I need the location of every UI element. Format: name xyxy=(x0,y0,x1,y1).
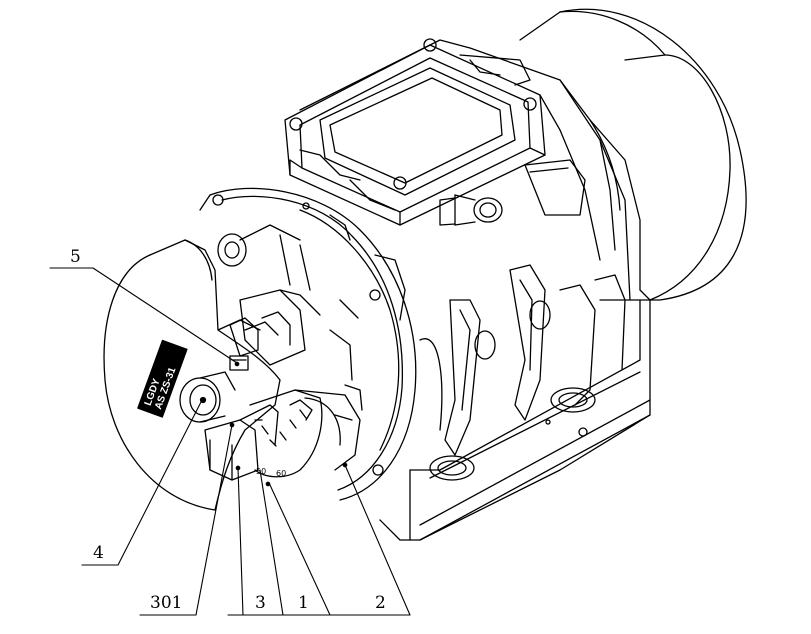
clamp-block xyxy=(204,404,279,481)
callout-4: 4 xyxy=(93,543,104,563)
eccentric-disk xyxy=(103,233,281,511)
adjusting-dial: 50 60 xyxy=(249,389,361,478)
callout-1: 1 xyxy=(298,593,309,613)
housing-boss xyxy=(524,159,586,216)
callout-labels: 5 4 301 3 1 2 xyxy=(70,247,386,613)
motor-housing xyxy=(299,39,651,541)
box-screw xyxy=(289,117,303,131)
dial-tick-label: 60 xyxy=(276,469,286,478)
callout-leaders xyxy=(49,267,411,616)
box-screw xyxy=(523,97,537,111)
box-screw xyxy=(423,38,437,52)
cable-gland xyxy=(439,194,503,226)
leader-5 xyxy=(49,267,238,364)
mount-hole-right xyxy=(550,387,596,413)
shaft-hub xyxy=(229,289,321,371)
housing-ribs xyxy=(419,159,626,456)
leader-3 xyxy=(227,467,244,616)
lock-screw xyxy=(229,355,249,371)
box-screw xyxy=(393,176,407,190)
callout-5: 5 xyxy=(70,247,81,267)
rear-drum xyxy=(519,8,747,301)
shaft-end xyxy=(179,371,236,423)
callout-301: 301 xyxy=(150,593,182,613)
callout-2: 2 xyxy=(375,593,386,613)
callout-3: 3 xyxy=(255,593,266,613)
leader-2 xyxy=(329,464,411,616)
nameplate: LGDY AS ZS-31 xyxy=(137,339,188,418)
terminal-box xyxy=(284,38,546,226)
leader-301 xyxy=(139,424,233,616)
dial-tick-label: 50 xyxy=(256,467,266,476)
mount-hole-left xyxy=(429,455,475,481)
nameplate-panel xyxy=(137,339,188,418)
front-end-shield xyxy=(199,187,417,501)
leader-4 xyxy=(81,401,202,566)
